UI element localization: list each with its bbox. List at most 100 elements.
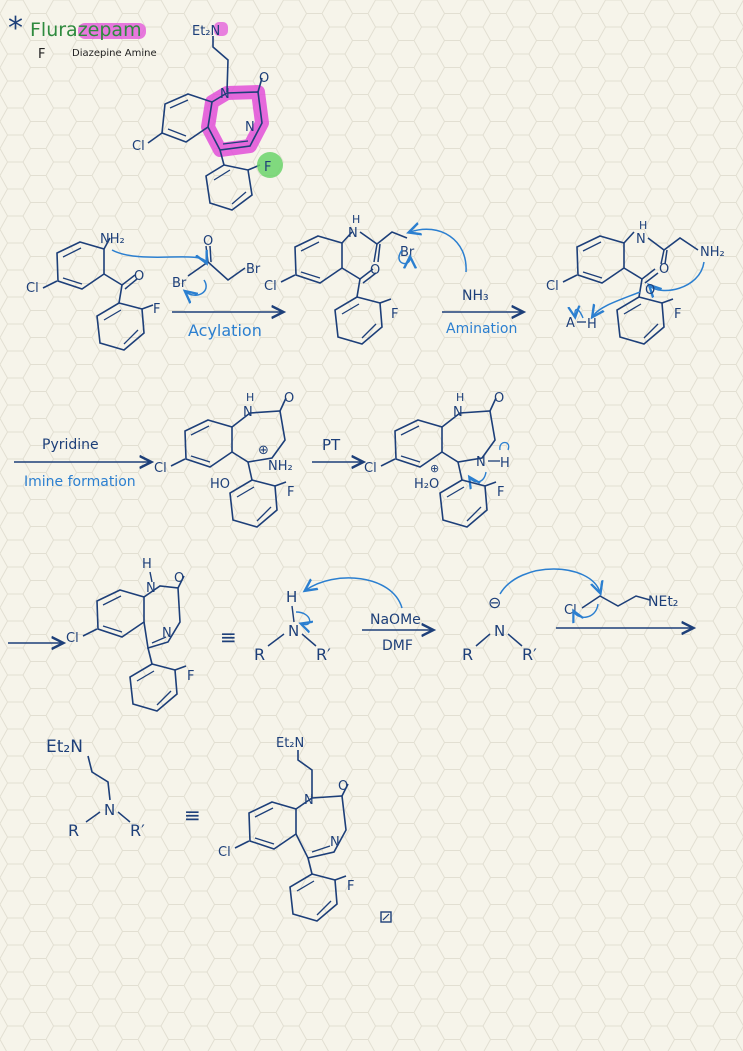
- nh2-label-d: NH₂: [268, 459, 293, 474]
- h-label-g: H: [286, 588, 297, 606]
- alkylated-generic-amine: Et₂N N R R′: [46, 737, 145, 840]
- cl-label-h: Cl: [218, 845, 231, 860]
- ho-label: HO: [210, 477, 230, 492]
- title-highlight: [78, 23, 146, 39]
- rprime-label-h: R′: [522, 645, 537, 664]
- n-label-f2: N: [162, 626, 172, 641]
- h-label-e: H: [456, 391, 464, 404]
- et2n-label-b: Et₂N: [46, 737, 83, 757]
- plus-label-a: ⊕: [258, 443, 269, 458]
- f-label-f: F: [187, 669, 194, 684]
- f-label-e: F: [497, 485, 504, 500]
- n-label-f: N: [146, 581, 156, 596]
- rprime-label-g: R′: [316, 645, 331, 664]
- et2n-label: Et₂N: [192, 24, 220, 39]
- protonated-carbinolamine: Cl H N O N H ⊕ H₂O F: [364, 391, 510, 528]
- f-label-g: F: [347, 879, 354, 894]
- end-mark-icon: [380, 911, 392, 923]
- n-label-g: N: [288, 622, 299, 640]
- equiv-sign-a: ≡: [220, 625, 237, 649]
- cl-label-b: Cl: [264, 279, 277, 294]
- cl-label-c: Cl: [546, 279, 559, 294]
- h-label-e2: H: [500, 456, 510, 471]
- r-label-h: R: [462, 645, 473, 664]
- r-label-g: R: [254, 645, 265, 664]
- cl-label-f: Cl: [66, 631, 79, 646]
- imine-formation-label: Imine formation: [24, 474, 136, 490]
- nh2-label-c: NH₂: [700, 245, 725, 260]
- et2n-highlight: [214, 22, 228, 36]
- equiv-sign-b: ≡: [184, 803, 201, 827]
- a-label: A: [566, 316, 575, 331]
- pyridine-label: Pyridine: [42, 437, 99, 453]
- flurazepam-product-structure: Cl N O N Et₂N F: [218, 736, 354, 922]
- o-label-i: O: [338, 779, 348, 794]
- br-label-3: Br: [400, 245, 415, 260]
- rprime-label-i: R′: [130, 821, 145, 840]
- o-label-c: O: [370, 263, 380, 278]
- cl-label: Cl: [132, 139, 145, 154]
- amination-label: Amination: [446, 321, 517, 337]
- title-asterisk: *: [8, 11, 23, 46]
- nordiazepam-analog: Cl H N O N F: [66, 557, 194, 712]
- h2o-label: H₂O: [414, 477, 439, 492]
- aminobenzophenone-structure: NH₂ Cl O F: [26, 232, 160, 351]
- o-label-g: O: [494, 391, 504, 406]
- nh3-attack-arrow: [410, 229, 467, 273]
- aminoacetamide-intermediate: Cl H N O NH₂ O F A H: [546, 219, 725, 345]
- flurazepam-top-structure: O N N Et₂N Cl F: [132, 22, 283, 211]
- generic-amine: H N R R′: [254, 577, 403, 664]
- cl-label-d: Cl: [154, 461, 167, 476]
- header: * Flurazepam F Diazepine Amine: [8, 11, 157, 62]
- title-flurazepam: Flurazepam: [30, 19, 142, 41]
- n-label-c: N: [636, 232, 646, 247]
- cl-label-g: Cl: [564, 603, 577, 618]
- h-label-a: H: [587, 317, 597, 332]
- n-label-e2: N: [476, 455, 486, 470]
- pt-label: PT: [322, 436, 341, 454]
- o-label-f: O: [284, 391, 294, 406]
- n-label-j2: N: [330, 835, 340, 850]
- n-label-h: N: [494, 622, 505, 640]
- f-label-c: F: [674, 307, 681, 322]
- o-label-e: O: [645, 283, 655, 298]
- plus-label-b: ⊕: [430, 462, 439, 475]
- f-label-b: F: [391, 307, 398, 322]
- n-label-b: N: [348, 226, 358, 241]
- fluorine-highlight: [257, 152, 283, 178]
- nh2-label: NH₂: [100, 232, 125, 247]
- cl-label-e: Cl: [364, 461, 377, 476]
- dmf-label: DMF: [382, 638, 413, 654]
- o-label-a: O: [134, 269, 144, 284]
- n-label-e: N: [453, 405, 463, 420]
- f-label-d: F: [287, 485, 294, 500]
- bromoacetamide-intermediate: Cl H N O Br F: [264, 213, 415, 345]
- amide-anion: ⊖ N R R′: [462, 568, 600, 664]
- h-label-b: H: [352, 213, 360, 226]
- n-label-j: N: [304, 793, 314, 808]
- minus-label: ⊖: [488, 593, 501, 612]
- et2n-label-c: Et₂N: [276, 736, 304, 751]
- legend-text: Diazepine Amine: [72, 48, 157, 59]
- br-label-2: Br: [246, 262, 261, 277]
- net2-label: NEt₂: [648, 594, 678, 610]
- h-label-d: H: [246, 391, 254, 404]
- nh3-label: NH₃: [462, 288, 489, 304]
- f-label: F: [264, 160, 271, 175]
- br-label-1: Br: [172, 276, 187, 291]
- o-label-h: O: [174, 571, 184, 586]
- f-label-a: F: [153, 302, 160, 317]
- naome-label: NaOMe: [370, 612, 421, 628]
- n-label-i: N: [104, 801, 115, 819]
- carbonyl-o-label: O: [259, 71, 269, 86]
- n1-label: N: [220, 87, 230, 102]
- h-label-c: H: [639, 219, 647, 232]
- o-label-d: O: [659, 262, 669, 277]
- cl-label-a: Cl: [26, 281, 39, 296]
- carbinolamine-intermediate: Cl H N O ⊕ NH₂ HO F: [154, 391, 294, 528]
- n-label-d: N: [243, 405, 253, 420]
- n4-label: N: [245, 120, 255, 135]
- h-label-f: H: [142, 557, 152, 572]
- legend-letter: F: [38, 47, 45, 62]
